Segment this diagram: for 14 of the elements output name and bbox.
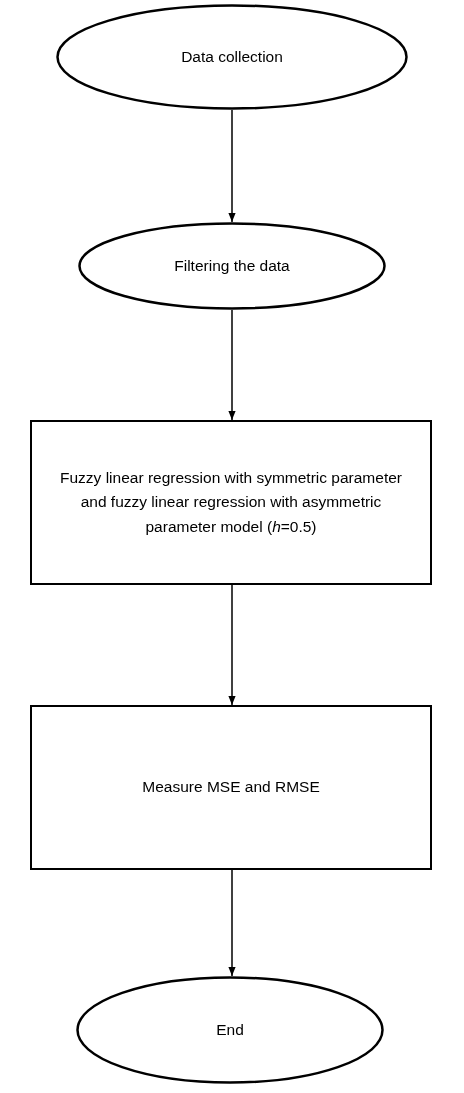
node-text: Fuzzy linear regression with symmetric parameter and fuzzy linear regression with asymmetric parameter model (h=0.5) bbox=[59, 468, 403, 537]
node-text: End bbox=[216, 1020, 244, 1040]
arrow bbox=[228, 309, 236, 421]
node-text: Filtering the data bbox=[174, 256, 290, 276]
node-text: Measure MSE and RMSE bbox=[142, 777, 320, 798]
arrow bbox=[228, 109, 236, 223]
terminal-ellipse bbox=[56, 4, 408, 110]
node-text: Data collection bbox=[181, 47, 283, 67]
process-box bbox=[30, 705, 432, 870]
terminal-ellipse bbox=[78, 222, 386, 310]
process-box bbox=[30, 420, 432, 585]
arrow bbox=[228, 869, 236, 977]
terminal-ellipse bbox=[76, 976, 384, 1084]
arrow bbox=[228, 584, 236, 706]
